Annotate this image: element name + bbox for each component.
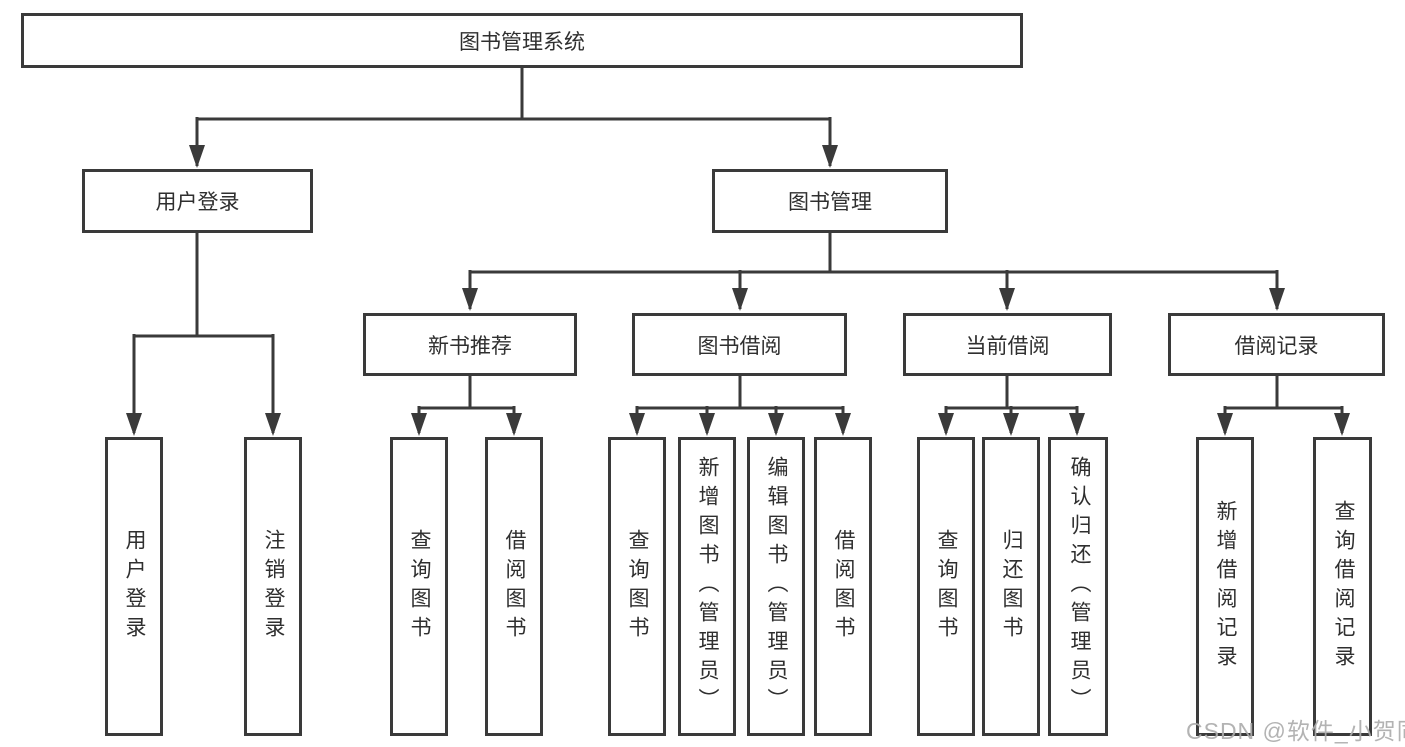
connector-lines <box>132 68 1344 433</box>
leaf-logout: 注销登录 <box>244 437 302 736</box>
leaf-add-borrow-record: 新增借阅记录 <box>1196 437 1254 736</box>
node-new-book-recommend: 新书推荐 <box>363 313 577 376</box>
leaf-recommend-borrow-books: 借阅图书 <box>485 437 543 736</box>
leaf-borrow-books: 借阅图书 <box>814 437 872 736</box>
leaf-add-books-admin: 新增图书（管理员） <box>678 437 736 736</box>
node-user-login-branch: 用户登录 <box>82 169 313 233</box>
leaf-recommend-query-books: 查询图书 <box>390 437 448 736</box>
leaf-user-login: 用户登录 <box>105 437 163 736</box>
node-current-borrowing: 当前借阅 <box>903 313 1112 376</box>
leaf-query-borrow-record: 查询借阅记录 <box>1313 437 1372 736</box>
leaf-return-books: 归还图书 <box>982 437 1040 736</box>
leaf-edit-books-admin: 编辑图书（管理员） <box>747 437 805 736</box>
node-borrowing-records: 借阅记录 <box>1168 313 1385 376</box>
node-library-management-system: 图书管理系统 <box>21 13 1023 68</box>
node-book-management-branch: 图书管理 <box>712 169 948 233</box>
leaf-current-query-books: 查询图书 <box>917 437 975 736</box>
watermark: CSDN @软件_小贺同学 <box>1186 718 1405 744</box>
leaf-borrowing-query-books: 查询图书 <box>608 437 666 736</box>
leaf-confirm-return-admin: 确认归还（管理员） <box>1048 437 1108 736</box>
node-book-borrowing: 图书借阅 <box>632 313 847 376</box>
arrow-down-icons <box>126 145 1350 436</box>
